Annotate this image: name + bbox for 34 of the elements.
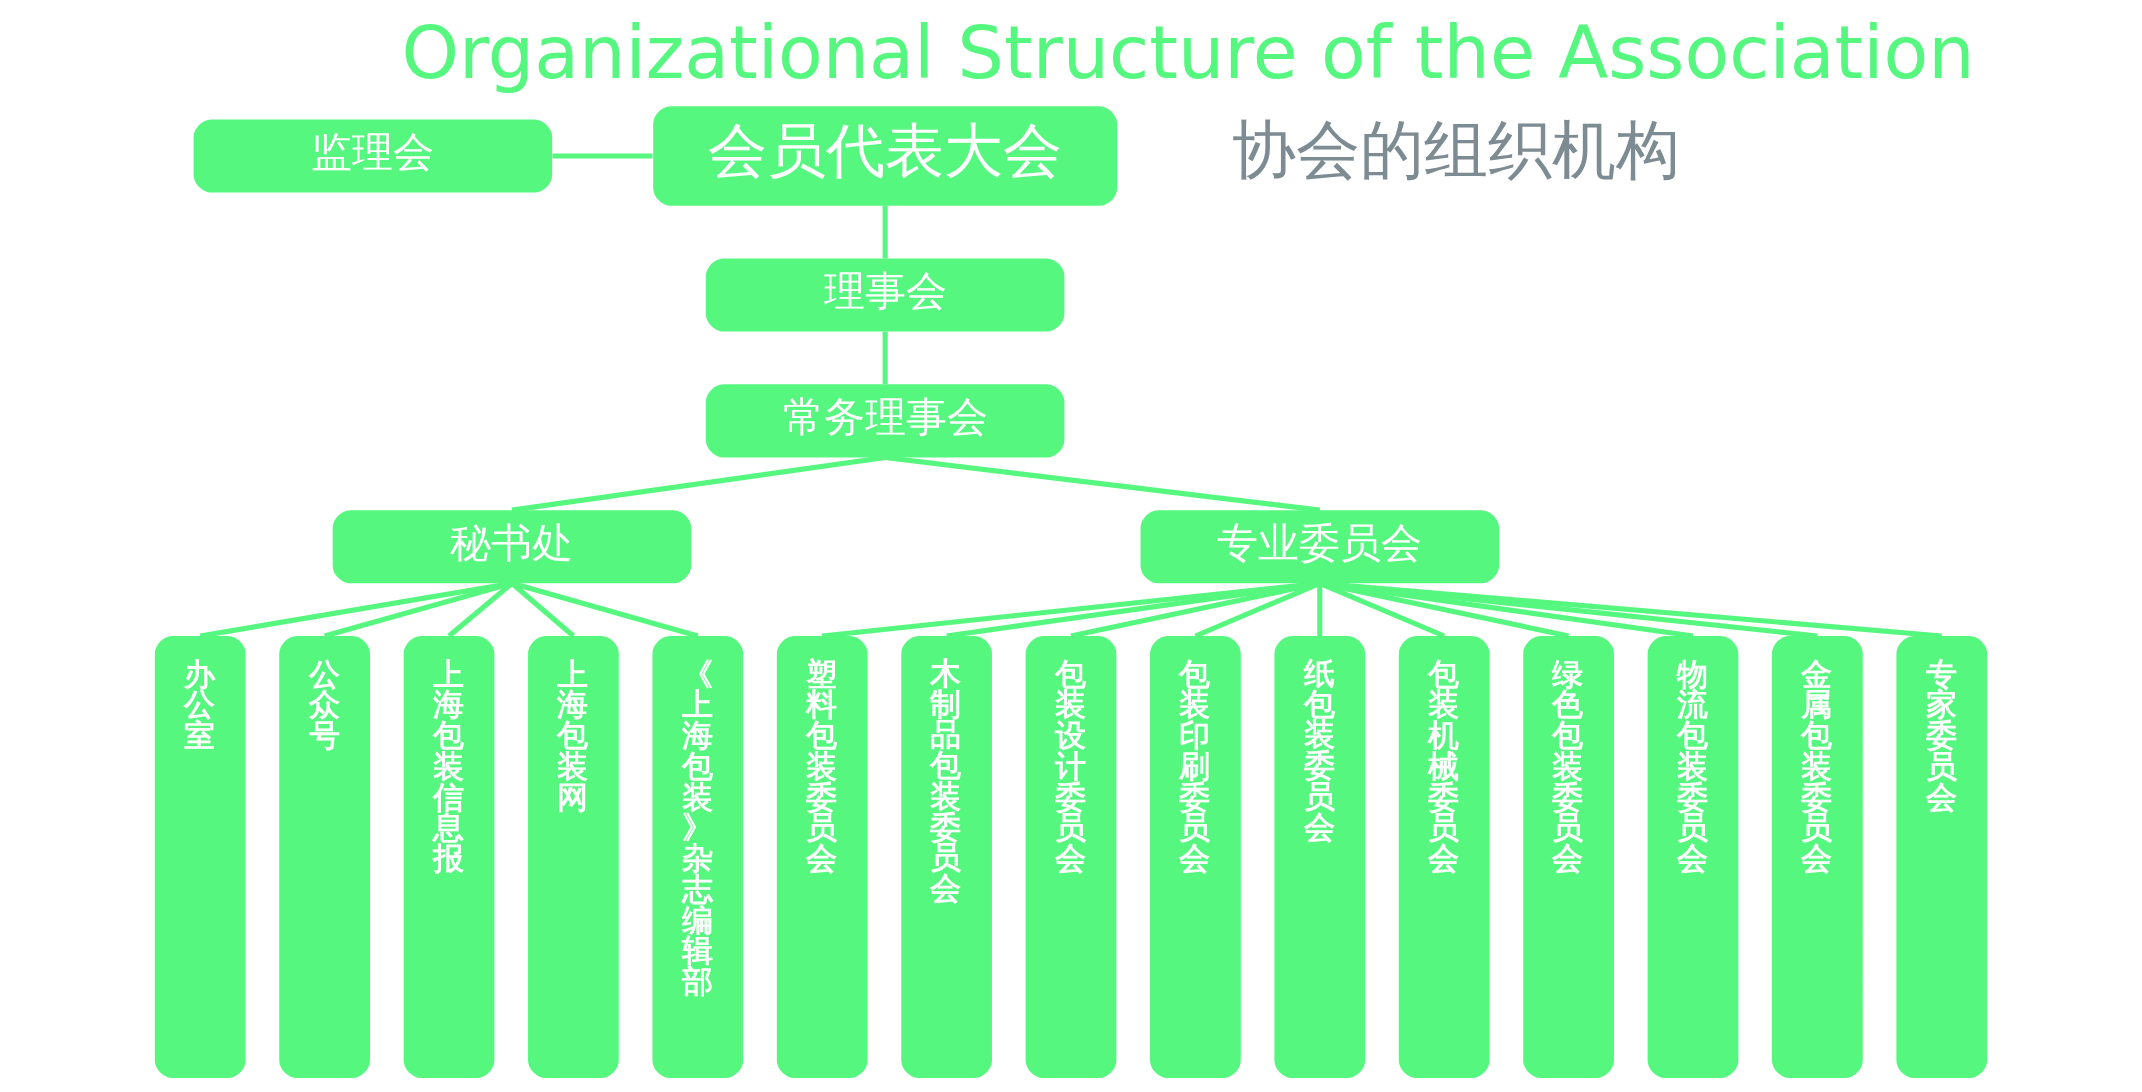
node-box: 专业委员会	[1140, 510, 1500, 584]
node-box: 塑料包装委员会	[776, 636, 868, 1078]
node-box: 常务理事会	[705, 384, 1065, 458]
node-box: 办公室	[154, 636, 246, 1078]
connector	[552, 153, 653, 159]
connector	[511, 580, 699, 639]
node-box: 上海包装信息报	[403, 636, 495, 1078]
connector	[1319, 580, 1818, 639]
connector	[884, 454, 1321, 513]
connector	[821, 580, 1321, 639]
node-box: 包装机械委员会	[1398, 636, 1490, 1078]
node-box: 包装印刷委员会	[1150, 636, 1241, 1078]
node-box: 公众号	[279, 636, 370, 1078]
node-box: 《上海包装》杂志编辑部	[652, 636, 744, 1078]
node-box: 会员代表大会	[653, 106, 1118, 206]
connector	[1319, 580, 1942, 639]
connector	[511, 454, 886, 513]
node-box: 上海包装网	[528, 636, 619, 1078]
node-box: 物流包装委员会	[1647, 636, 1739, 1078]
node-box: 绿色包装委员会	[1523, 636, 1614, 1078]
node-box: 理事会	[705, 258, 1065, 332]
connector	[882, 331, 888, 385]
node-box: 秘书处	[332, 510, 692, 584]
connector	[199, 580, 513, 639]
diagram-title: Organizational Structure of the Association	[401, 10, 1975, 96]
node-box: 木制品包装委员会	[901, 636, 992, 1078]
node-box: 金属包装委员会	[1772, 636, 1863, 1078]
node-box: 专家委员会	[1896, 636, 1988, 1078]
node-box: 监理会	[193, 119, 553, 193]
label: 协会的组织机构	[1231, 112, 1680, 188]
node-box: 纸包装委员会	[1274, 636, 1366, 1078]
node-box: 包装设计委员会	[1025, 636, 1117, 1078]
connector	[882, 205, 888, 259]
connector	[1317, 583, 1323, 636]
